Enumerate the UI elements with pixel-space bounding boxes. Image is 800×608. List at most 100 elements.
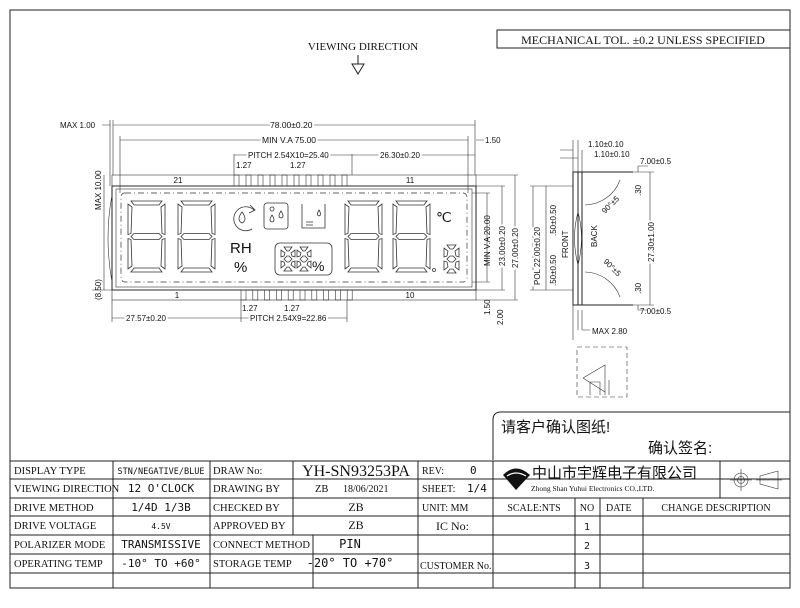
- edge-seal: [107, 194, 113, 283]
- viewing-area: [120, 192, 468, 283]
- bottom-dimensions: 27.57±0.20 PITCH 2.54X9=22.86 1.27 1.27: [111, 300, 348, 325]
- projection-symbol-icon: [730, 469, 782, 491]
- dim-top-pitch: PITCH 2.54X10=25.40: [248, 151, 329, 160]
- info-label: DRAWING BY: [213, 484, 281, 495]
- bottom-pin: [323, 289, 329, 301]
- segment: [392, 237, 398, 270]
- pins: [233, 174, 353, 301]
- dim-max-thickness: MAX 1.00: [60, 121, 96, 130]
- seven-segment-digit: [392, 200, 431, 273]
- spec-value: STN/NEGATIVE/BLUE: [118, 467, 205, 477]
- rh-label: RH: [230, 240, 252, 257]
- drawing-frame: [9, 9, 791, 589]
- segment: [446, 244, 457, 250]
- spec-label: DISPLAY TYPE: [14, 466, 86, 477]
- bottom-pin: [287, 289, 294, 301]
- glass-outline: [111, 185, 477, 291]
- top-dimensions: MAX 1.00 78.00±0.20 MIN V.A 75.00 1.50 P…: [60, 118, 501, 193]
- change-row-number: 1: [584, 522, 590, 533]
- segment: [296, 260, 302, 269]
- top-pin: [269, 174, 276, 187]
- segment: [347, 233, 380, 240]
- info-label: APPROVED BY: [213, 521, 286, 532]
- segment: [306, 260, 312, 269]
- dim-min-va: MIN V.A 75.00: [262, 135, 316, 145]
- segment: [443, 260, 449, 271]
- top-pin: [281, 174, 288, 187]
- spec-value: 1/4D 1/3B: [131, 501, 191, 514]
- front-glass: [572, 171, 579, 306]
- bottom-pin: [252, 289, 259, 301]
- segment: [130, 200, 163, 206]
- dim-height-1: 23.00±0.20: [498, 225, 507, 266]
- top-pin: [341, 174, 348, 187]
- dim-pin-width-4: 1.27: [284, 304, 300, 313]
- glass-inner: [115, 188, 473, 288]
- segment: [280, 249, 286, 258]
- segment: [395, 233, 428, 240]
- segment: [347, 200, 380, 206]
- bottom-pin: [240, 289, 247, 301]
- tank-level-icon: [301, 204, 326, 229]
- angle-top: 90°±5: [600, 194, 622, 216]
- segment: [130, 233, 163, 240]
- sheet-value: 1/4: [467, 482, 487, 495]
- segment: [130, 267, 163, 273]
- segment: [446, 255, 457, 263]
- dim-pin-length: (8.50): [94, 279, 103, 300]
- segment: [283, 255, 293, 263]
- customer-number-label: CUSTOMER No.: [420, 561, 492, 572]
- dim-pin-bottom: 7.00±0.5: [640, 307, 672, 316]
- front-view: 21 11 1 10 RH % % ℃ MAX 1.00 78.00±0.2: [60, 118, 522, 325]
- company-logo: [503, 468, 530, 490]
- pin-label-10: 10: [406, 291, 415, 300]
- change-header: CHANGE DESCRIPTION: [661, 503, 770, 514]
- top-pin: [293, 174, 300, 187]
- segment: [180, 267, 213, 273]
- change-row-number: 3: [584, 561, 590, 572]
- company-name-cn: 中山市宇辉电子有限公司: [532, 465, 697, 482]
- pin-detail-inset: [576, 346, 628, 398]
- segment: [299, 246, 309, 252]
- seven-segment-digit: [344, 200, 383, 273]
- viewing-direction-label: VIEWING DIRECTION: [308, 41, 418, 53]
- dim-thickness-1: 1.10±0.10: [588, 140, 624, 149]
- dim-pin-width-1: 1.27: [236, 161, 252, 170]
- left-dimensions: MAX 10.00 (8.50): [92, 170, 112, 300]
- tolerance-box: [496, 29, 791, 49]
- dim-bottom-pitch: PITCH 2.54X9=22.86: [250, 314, 327, 323]
- segment: [177, 237, 183, 270]
- bottom-pin: [346, 289, 353, 301]
- segment: [347, 267, 380, 273]
- segment: [160, 237, 166, 270]
- top-pin: [329, 174, 336, 187]
- top-pin: [257, 174, 264, 187]
- spec-label: DRIVE VOLTAGE: [14, 521, 96, 532]
- rh-percent: %: [234, 259, 247, 276]
- dim-polarizer: POL 22.00±0.20: [533, 227, 542, 285]
- dim-bend-top: .30: [634, 184, 643, 196]
- top-pin: [317, 174, 324, 187]
- segment: [290, 260, 296, 269]
- sheet-label: SHEET:: [422, 484, 455, 495]
- bottom-pin-strip: [111, 289, 477, 301]
- seven-segment-digit: [296, 246, 312, 272]
- segment: [425, 203, 431, 236]
- info-label: STORAGE TEMP: [213, 559, 292, 570]
- lcd-digits: [127, 200, 460, 274]
- segment: [290, 249, 296, 258]
- spec-label: VIEWING DIRECTION: [14, 484, 120, 495]
- seven-segment-digit: [127, 200, 166, 273]
- spec-value: -10° TO +60°: [121, 557, 200, 570]
- dim-va-height: MIN V.A 20.00: [483, 215, 492, 266]
- confirm-box: [492, 411, 790, 460]
- dim-height-max: MAX 10.00: [94, 170, 103, 210]
- info-label: DRAW No:: [213, 466, 263, 477]
- segment: [283, 246, 293, 252]
- dim-gap-1: 1.50: [483, 299, 492, 315]
- pin-label-1: 1: [175, 291, 180, 300]
- segment: [395, 267, 428, 273]
- segment: [299, 255, 309, 263]
